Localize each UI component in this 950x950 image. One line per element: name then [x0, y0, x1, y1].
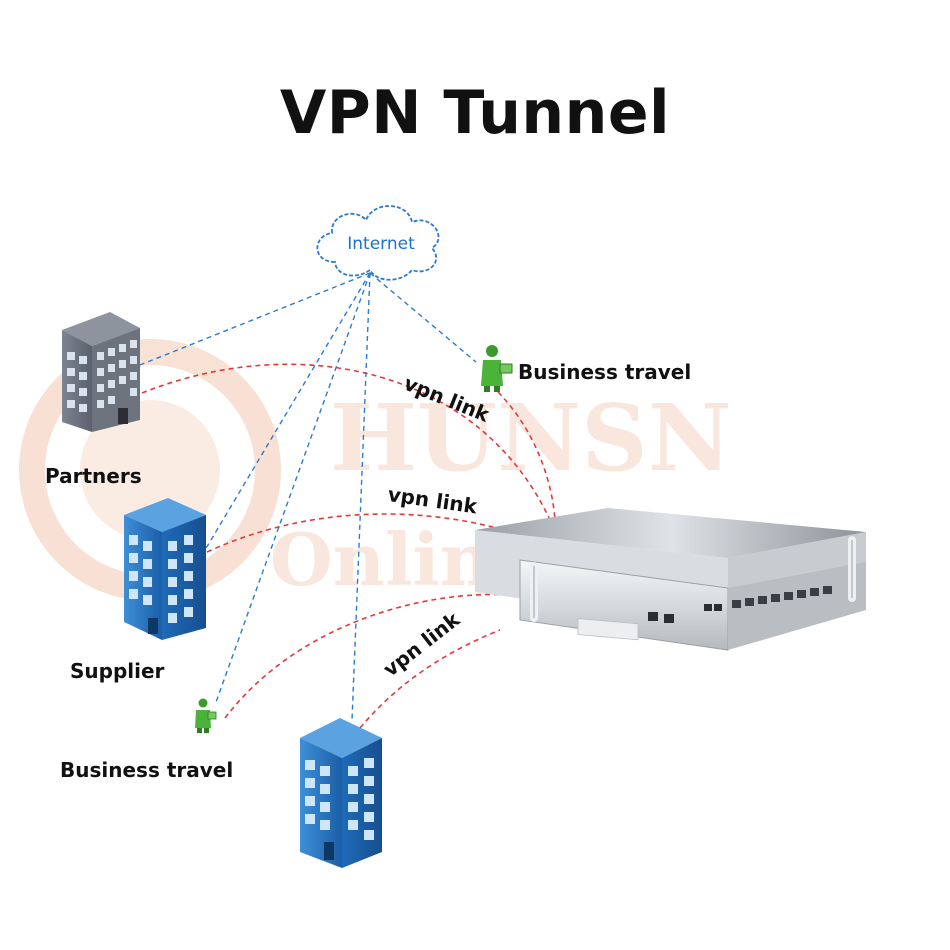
- internet-link-partners: [139, 272, 371, 366]
- internet-link-travel-left: [214, 272, 371, 706]
- business-travel-left-icon: [195, 698, 217, 733]
- vpn-arc-bottom-building: [359, 629, 501, 729]
- internet-links: [139, 272, 477, 721]
- vpn-gateway-appliance: [475, 508, 866, 651]
- internet-label: Internet: [347, 234, 415, 254]
- internet-cloud: [316, 205, 440, 281]
- business-travel-right-icon: [481, 345, 513, 392]
- business-travel-left-label: Business travel: [60, 758, 234, 782]
- vpn-arc-partners: [141, 363, 551, 521]
- partners-label: Partners: [45, 464, 142, 488]
- internet-link-travel-right: [369, 272, 477, 363]
- supplier-label: Supplier: [70, 659, 165, 683]
- bottom-building-icon: [300, 718, 382, 868]
- vpn-arc-travel-left: [224, 593, 511, 719]
- partners-building-icon: [62, 312, 140, 432]
- page-title: VPN Tunnel: [279, 78, 671, 148]
- supplier-building-icon: [124, 498, 206, 640]
- internet-link-bottom-building: [351, 272, 371, 721]
- vpn-arc-travel-right: [497, 391, 556, 521]
- watermark-logo-core: [80, 400, 220, 540]
- business-travel-right-label: Business travel: [518, 360, 692, 384]
